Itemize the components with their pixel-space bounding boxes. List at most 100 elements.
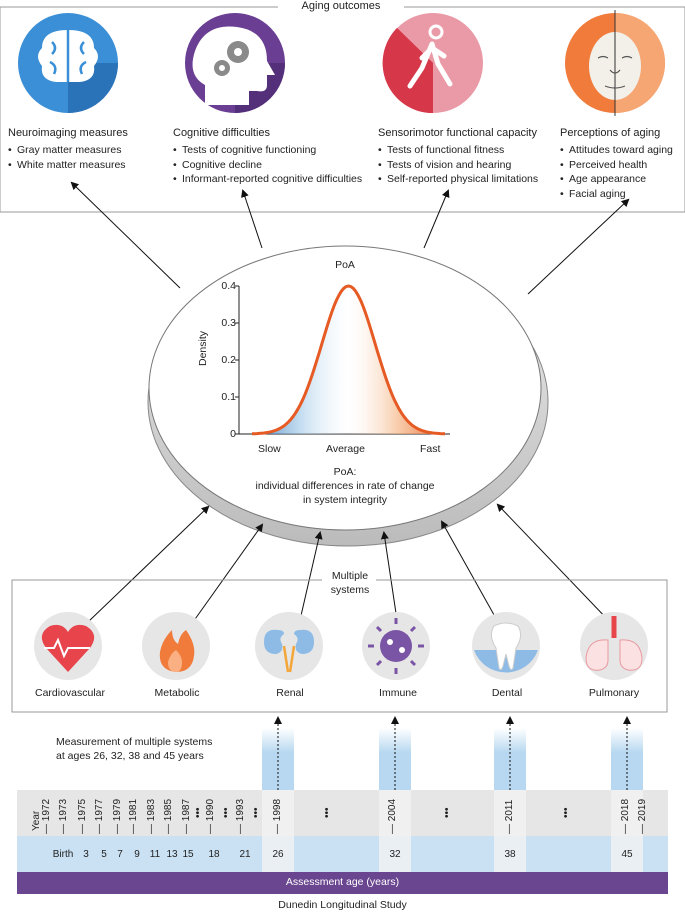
system-label-immune: Immune [379,687,417,699]
poa-caption: PoA: individual differences in rate of c… [245,465,445,507]
poa-title: PoA [335,259,355,271]
kidneys-icon [255,612,323,680]
chart-y-ticks [235,285,239,435]
timeline-ellipsis: ••• [442,807,453,818]
systems-frame [11,579,668,713]
outcome-item: Age appearance [560,172,673,187]
system-label-metabolic: Metabolic [154,687,200,699]
ytick-label: 0.1 [221,391,236,403]
outcome-heading: Cognitive difficulties [173,127,271,139]
systems-title: Multiple systems [310,569,390,597]
system-label-cardiovascular: Cardiovascular [34,687,106,699]
age-band [17,836,668,872]
poa-caption-title: PoA: [333,466,357,478]
arrow-to-perceptions [527,198,630,295]
age-label: 32 [389,849,401,860]
systems-title-line2: systems [330,584,370,596]
age-label: 7 [117,849,123,860]
measurement-line2: at ages 26, 32, 38 and 45 years [56,750,204,762]
age-label: 13 [166,849,178,860]
year-label: — 1979 [112,798,123,834]
arrow-from-immune [380,531,398,621]
year-label: — 1973 [58,798,69,834]
year-label: — 2019 [637,798,648,834]
timeline-ellipsis: ••• [251,807,262,818]
assessment-age-bar [17,872,668,894]
xtick-slow: Slow [258,443,281,455]
arrow-from-metabolic [192,523,264,623]
arrow-from-pulmonary [496,503,611,623]
outcome-sensorimotor: Sensorimotor functional capacity Tests o… [378,126,538,187]
measurement-bar-32 [379,728,411,790]
outcome-perceptions: Perceptions of aging Attitudes toward ag… [560,126,673,201]
timeline-ellipsis: ••• [561,807,572,818]
system-label-dental: Dental [491,687,523,699]
immune-cell-icon [362,612,430,680]
bell-curve-line [251,284,446,436]
age-label: 45 [621,849,633,860]
ytick-label: 0 [230,428,236,440]
study-name: Dunedin Longitudinal Study [278,899,407,911]
year-label: — 1990 [205,798,216,834]
year-label: — 1998 [272,798,283,834]
bell-curve-fill [252,286,445,434]
age-label: 3 [83,849,89,860]
xtick-average: Average [326,443,365,455]
outcome-item: Attitudes toward aging [560,143,673,158]
brain-icon [18,13,118,113]
outcome-item: Gray matter measures [8,143,128,158]
arrow-from-renal [299,531,323,621]
outcome-item: Informant-reported cognitive difficultie… [173,172,362,187]
xtick-fast: Fast [420,443,441,455]
outcome-item: Tests of functional fitness [378,143,538,158]
year-label: — 1975 [77,798,88,834]
year-label: — 1972 [41,798,52,834]
outcome-item: White matter measures [8,158,128,173]
arrow-from-cardiovascular [87,505,210,623]
assessment-age-label: Assessment age (years) [285,876,400,888]
flame-icon [142,612,210,680]
poa-caption-line1: individual differences in rate of change [255,480,435,492]
ytick-label: 0.3 [221,317,236,329]
timeline-ellipsis: ••• [322,807,333,818]
arrow-from-dental [441,520,499,623]
timeline-ellipsis: ••• [221,807,232,818]
age-label: 18 [208,849,220,860]
outcome-heading: Perceptions of aging [560,127,661,139]
age-label: 15 [182,849,194,860]
year-label: — 2011 [504,799,515,834]
ytick-label: 0.2 [221,354,236,366]
age-label: 11 [149,849,161,860]
age-label: 26 [272,849,284,860]
poa-caption-line2: in system integrity [302,494,388,506]
age-label: Birth [52,849,74,860]
outcome-item: Tests of cognitive functioning [173,143,362,158]
arrow-to-neuroimaging [70,181,181,289]
measurement-bar-26 [262,728,294,790]
tooth-icon [472,612,540,680]
outcome-item: Cognitive decline [173,158,362,173]
system-label-renal: Renal [276,687,304,699]
outcome-cognitive: Cognitive difficulties Tests of cognitiv… [173,126,362,187]
outcome-heading: Neuroimaging measures [8,127,128,139]
year-band [17,790,668,836]
measurement-line1: Measurement of multiple systems [56,736,213,748]
year-label: — 1985 [163,798,174,834]
head-gears-icon [185,13,285,113]
outcome-item: Facial aging [560,187,673,202]
year-label: — 2018 [620,798,631,834]
timeline-ellipsis: ••• [193,807,204,818]
arrow-to-sensorimotor [423,189,450,249]
aging-outcomes-title: Aging outcomes [301,0,381,12]
outcome-item: Self-reported physical limitations [378,172,538,187]
ytick-label: 0.4 [221,280,236,292]
lungs-icon [580,612,648,680]
year-label: — 2004 [387,798,398,834]
age-label: 5 [101,849,107,860]
systems-title-line1: Multiple [331,570,369,582]
outcome-item: Perceived health [560,158,673,173]
measurement-note: Measurement of multiple systems at ages … [56,735,212,763]
age-label: 9 [134,849,140,860]
age-label: 38 [504,849,516,860]
